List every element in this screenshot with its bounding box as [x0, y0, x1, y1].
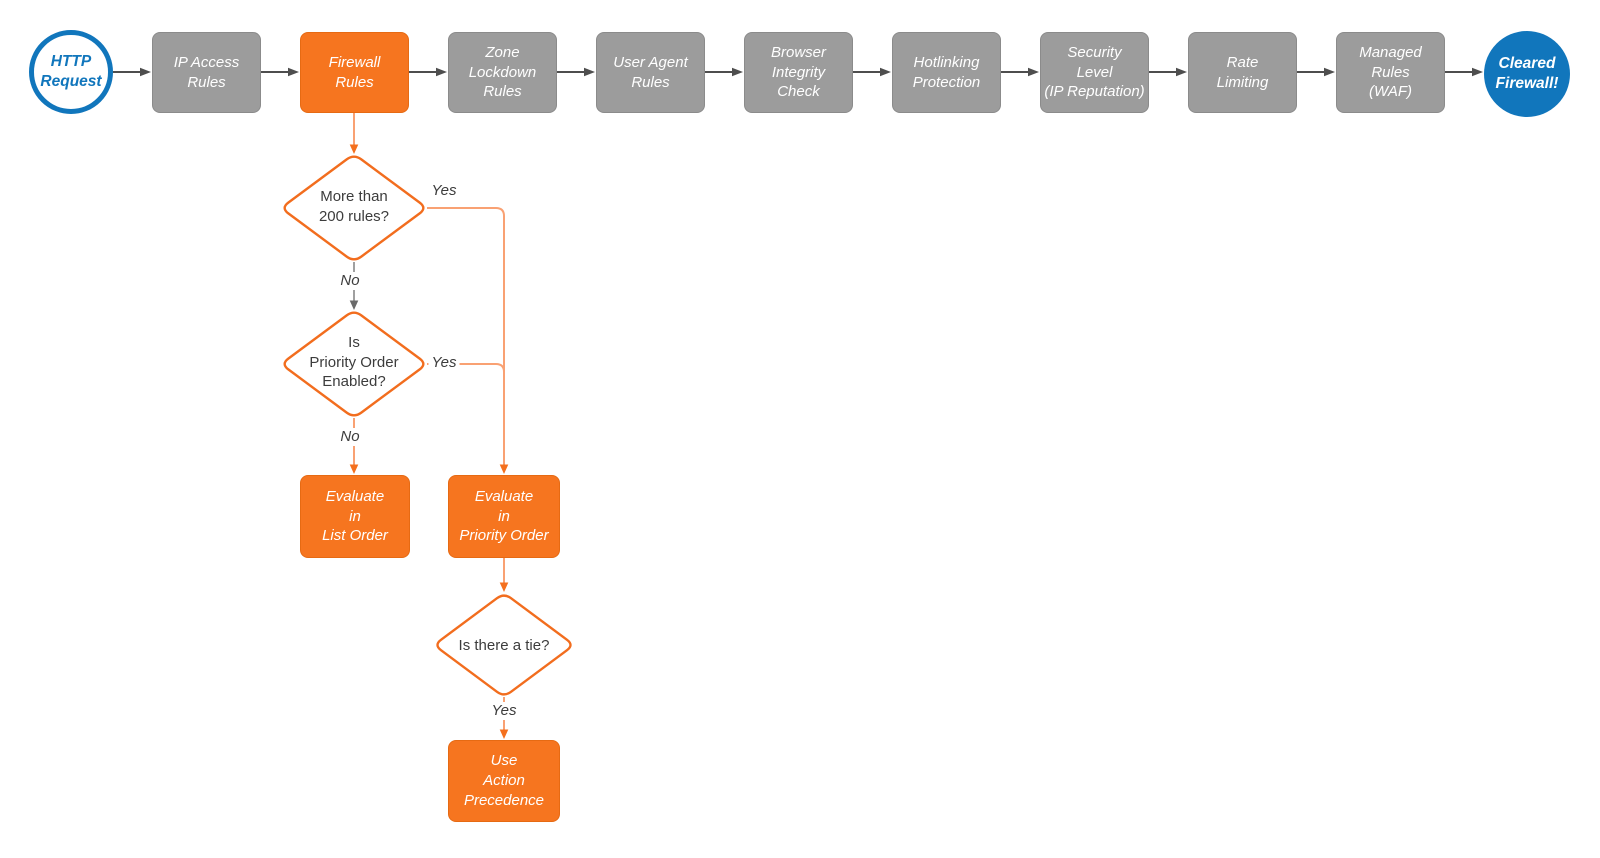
action-node-label: Use Action Precedence	[463, 752, 545, 809]
start-node-label: HTTP Request	[40, 53, 102, 90]
action-node-evaluate-list-order: Evaluate in List Order	[300, 475, 410, 558]
edge-label-rule-count-no: No	[337, 272, 363, 290]
connector-ip-access-to-firewall	[261, 67, 299, 77]
connector-evaluate-priority-to-tie-decision	[499, 558, 509, 592]
edge-label-rule-count-yes: Yes	[428, 182, 460, 200]
step-node-firewall-rules: Firewall Rules	[300, 32, 409, 113]
step-node-hotlinking-protection: Hotlinking Protection	[892, 32, 1001, 113]
step-node-rate-limiting: Rate Limiting	[1188, 32, 1297, 113]
decision-priority-order-label: Is Priority Order Enabled?	[309, 334, 399, 390]
step-label: Hotlinking Protection	[912, 53, 981, 91]
action-node-label: Evaluate in Priority Order	[459, 487, 549, 545]
connector-priority-yes-merge	[427, 363, 505, 373]
decision-rule-count-label: More than 200 rules?	[318, 188, 390, 225]
step-label: Browser Integrity Check	[770, 43, 826, 101]
decision-tie-label: Is there a tie?	[458, 637, 550, 654]
step-label: Rate Limiting	[1216, 53, 1269, 91]
end-node-label: Cleared Firewall!	[1495, 55, 1559, 92]
connector-user-agent-to-browser-integrity	[705, 67, 743, 77]
edge-label-priority-order-yes: Yes	[428, 354, 460, 372]
edge-label-tie-yes: Yes	[488, 702, 520, 720]
action-node-label: Evaluate in List Order	[322, 487, 388, 545]
connector-rule-count-yes-to-evaluate-priority	[427, 207, 509, 474]
step-node-zone-lockdown-rules: Zone Lockdown Rules	[448, 32, 557, 113]
step-node-ip-access-rules: IP Access Rules	[152, 32, 261, 113]
decision-rule-count-shape	[283, 155, 425, 261]
end-node-cleared-firewall: Cleared Firewall!	[1484, 31, 1570, 117]
decision-tie-shape	[436, 594, 572, 696]
connector-hotlinking-to-security-level	[1001, 67, 1039, 77]
connector-firewall-to-rule-count-decision	[349, 113, 359, 154]
connector-security-level-to-rate-limiting	[1149, 67, 1187, 77]
step-label: Managed Rules (WAF)	[1359, 43, 1422, 101]
connector-priority-no-to-evaluate-list	[349, 418, 359, 474]
decision-priority-order-shape	[283, 311, 425, 417]
connector-browser-integrity-to-hotlinking	[853, 67, 891, 77]
step-node-security-level: Security Level (IP Reputation)	[1040, 32, 1149, 113]
step-label: User Agent Rules	[613, 53, 688, 91]
step-node-user-agent-rules: User Agent Rules	[596, 32, 705, 113]
start-node-http-request: HTTP Request	[29, 30, 113, 114]
edge-label-priority-order-no: No	[337, 428, 363, 446]
step-label: IP Access Rules	[173, 53, 240, 91]
step-label: Firewall Rules	[328, 53, 381, 91]
connector-managed-rules-to-end	[1445, 67, 1483, 77]
step-node-managed-rules-waf: Managed Rules (WAF)	[1336, 32, 1445, 113]
connector-start-to-ip-access	[113, 67, 151, 77]
step-label: Zone Lockdown Rules	[468, 43, 537, 101]
connector-rate-limiting-to-managed-rules	[1297, 67, 1335, 77]
step-label: Security Level (IP Reputation)	[1044, 43, 1145, 101]
action-node-evaluate-priority-order: Evaluate in Priority Order	[448, 475, 560, 558]
action-node-use-action-precedence: Use Action Precedence	[448, 740, 560, 822]
connector-firewall-to-zone-lockdown	[409, 67, 447, 77]
connector-zone-lockdown-to-user-agent	[557, 67, 595, 77]
step-node-browser-integrity-check: Browser Integrity Check	[744, 32, 853, 113]
